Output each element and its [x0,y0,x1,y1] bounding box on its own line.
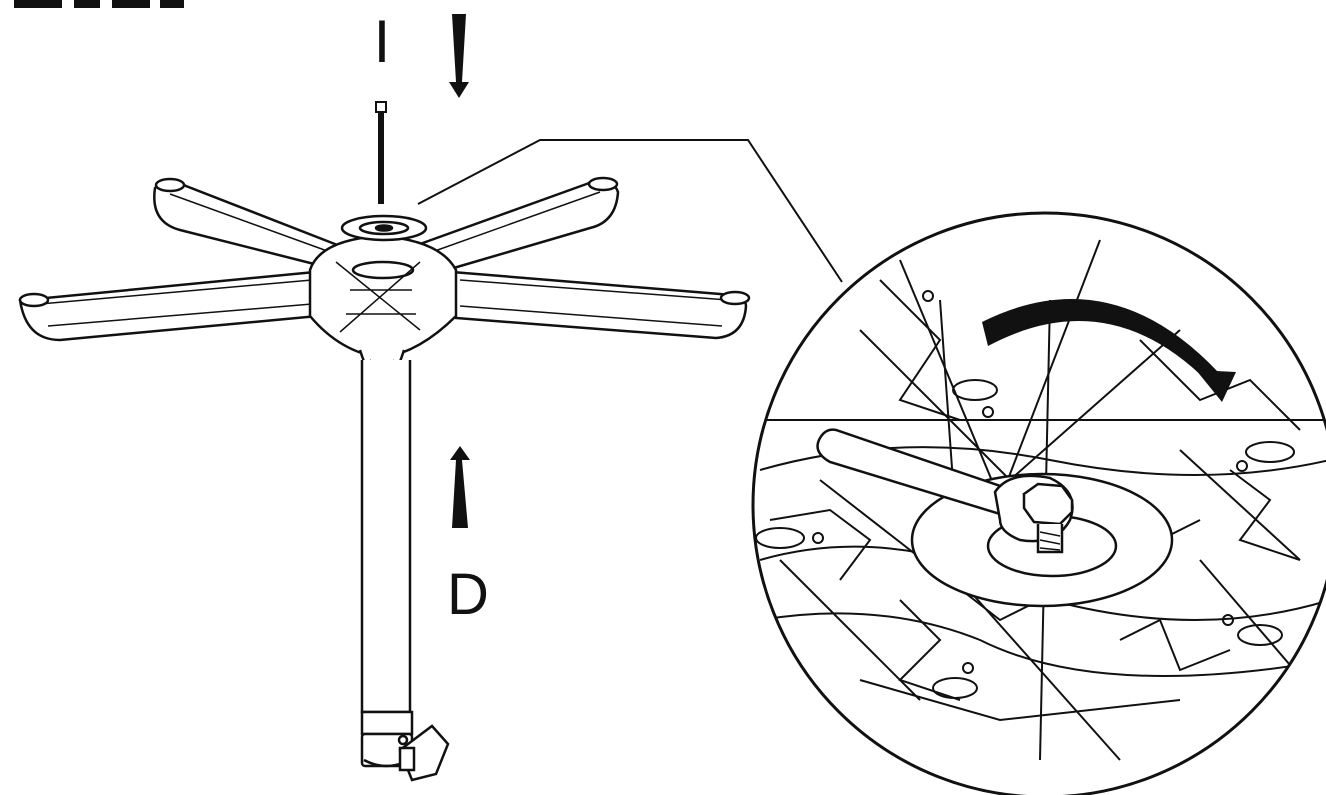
label-pole: D [447,562,489,627]
bolt-icon [375,101,387,204]
arrow-down-icon [449,14,469,98]
header-fragment [14,0,184,8]
gas-pole [360,360,450,782]
label-bolt: I [374,8,391,75]
zoom-detail [751,211,1326,795]
leader-line [417,139,843,283]
curved-arrow-icon [982,298,1236,402]
arrow-up-icon [450,446,470,528]
star-base [18,176,751,386]
